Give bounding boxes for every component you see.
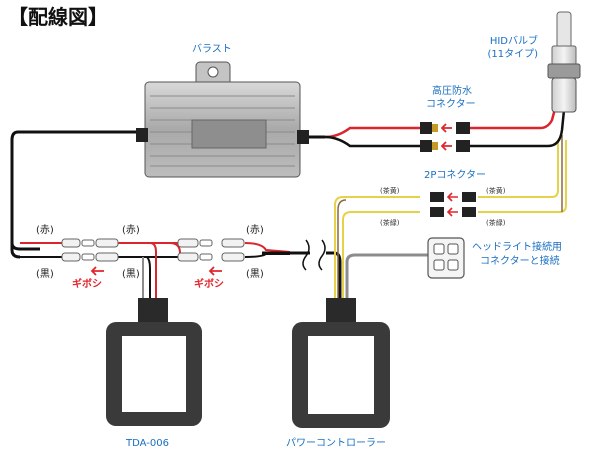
cable-break bbox=[302, 239, 326, 271]
hv-hid-black bbox=[470, 109, 566, 148]
label-black-left: (黒) bbox=[36, 268, 54, 280]
pc-yellow-wire-1 bbox=[334, 196, 420, 300]
headlight-label-1: ヘッドライト接続用 bbox=[472, 240, 562, 253]
tda-drop-black bbox=[146, 256, 151, 300]
gibosi-arrow-left bbox=[90, 266, 104, 276]
connector-2p: 2Pコネクター (茶黄) (茶緑) (茶黄) (茶緑) bbox=[380, 169, 506, 227]
gibosi-left-red bbox=[61, 238, 95, 248]
hid-bulb-label: HIDバルブ bbox=[490, 34, 538, 47]
gibosi-arrow-right bbox=[208, 266, 222, 276]
wires bbox=[10, 104, 567, 300]
tda-label: TDA-006 bbox=[125, 438, 169, 449]
gibosi-right-red-2 bbox=[221, 238, 245, 248]
wire-label-brown-yellow-left: (茶黄) bbox=[380, 186, 400, 195]
hv-hid-red bbox=[470, 104, 558, 130]
hv-connector: 高圧防水 コネクター bbox=[420, 84, 476, 152]
label-black-mid: (黒) bbox=[122, 268, 140, 280]
pc-yellow-wire-2 bbox=[342, 211, 420, 300]
gibosi-label-right: ギボシ bbox=[194, 277, 224, 290]
tda-drop-red bbox=[149, 242, 157, 300]
label-black-right: (黒) bbox=[246, 268, 264, 280]
tda-006-module: TDA-006 bbox=[106, 298, 202, 449]
gibosi-mid-black bbox=[95, 252, 119, 262]
gibosi-left-black bbox=[61, 252, 95, 262]
ballast-label: バラスト bbox=[192, 43, 232, 55]
gibosi-right-black-1 bbox=[177, 252, 213, 262]
gibosi-right-black-2 bbox=[221, 252, 245, 262]
hid-bulb: HIDバルブ (11タイプ) bbox=[487, 11, 581, 113]
label-red-right: (赤) bbox=[246, 224, 264, 236]
hv-connector-label-1: 高圧防水 bbox=[432, 84, 472, 97]
hv-connector-label-2: コネクター bbox=[426, 98, 476, 110]
ballast-hv-black2 bbox=[324, 135, 420, 148]
wire-label-brown-green-right: (茶緑) bbox=[486, 218, 506, 227]
hid-bulb-type-label: (11タイプ) bbox=[487, 48, 538, 60]
gibosi-label-left: ギボシ bbox=[72, 277, 102, 290]
wire-label-brown-yellow-right: (茶黄) bbox=[486, 186, 506, 195]
wire-label-brown-green-left: (茶緑) bbox=[380, 218, 400, 227]
label-red-left: (赤) bbox=[36, 224, 54, 236]
diagram-title: 【配線図】 bbox=[8, 5, 108, 29]
label-red-mid: (赤) bbox=[122, 224, 140, 236]
gibosi-mid-red bbox=[95, 238, 119, 248]
left-cable-split bbox=[10, 230, 21, 259]
pc-gray-wire bbox=[345, 253, 428, 300]
ballast-hv-red bbox=[324, 126, 420, 139]
right-red-wire bbox=[244, 242, 291, 253]
headlight-connector: ヘッドライト接続用 コネクターと接続 bbox=[427, 237, 562, 279]
connector-2p-label: 2Pコネクター bbox=[424, 169, 486, 181]
gibosi-terminals bbox=[61, 238, 245, 276]
pc-brown-wire-1 bbox=[337, 199, 347, 300]
power-controller-label: パワーコントローラー bbox=[286, 437, 386, 449]
headlight-label-2: コネクターと接続 bbox=[480, 254, 560, 267]
ballast: バラスト bbox=[136, 43, 309, 178]
hid-yellow-wire-2 bbox=[478, 140, 567, 213]
hid-yellow-wire-1 bbox=[478, 140, 559, 198]
gibosi-right-red-1 bbox=[177, 238, 213, 248]
ballast-left-cable bbox=[10, 130, 145, 251]
power-controller: パワーコントローラー bbox=[286, 298, 390, 449]
